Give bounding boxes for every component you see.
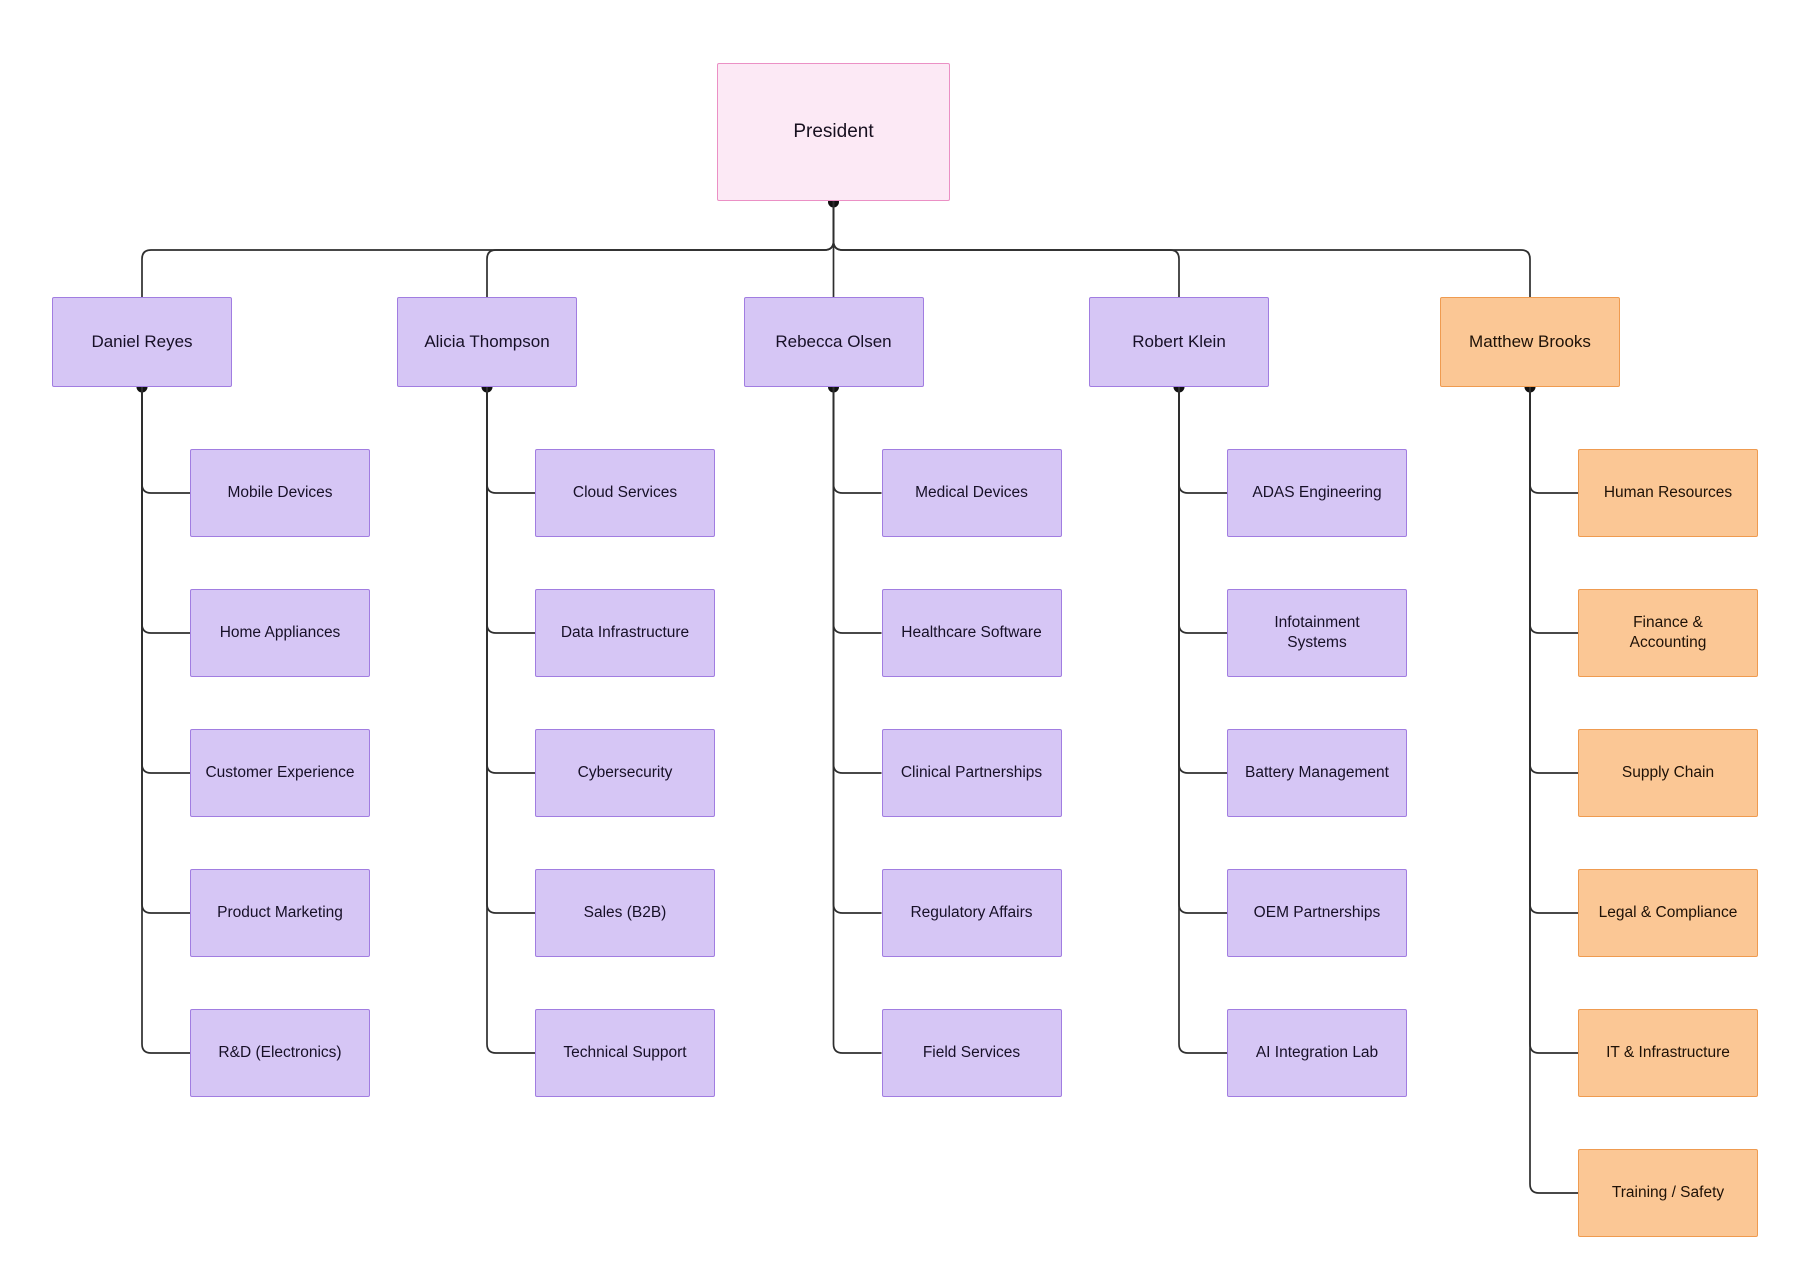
org-node-president[interactable]: President [717, 63, 950, 201]
org-node-department-adas-engineering[interactable]: ADAS Engineering [1227, 449, 1407, 537]
edge-alicia-thompson-to-technical-support [486, 387, 535, 1054]
org-node-manager-robert-klein[interactable]: Robert Klein [1089, 297, 1269, 387]
edge-rebecca-olsen-to-healthcare-software [832, 387, 882, 634]
org-node-department-r-d-electronics[interactable]: R&D (Electronics) [190, 1009, 370, 1097]
org-node-department-product-marketing[interactable]: Product Marketing [190, 869, 370, 957]
org-node-department-regulatory-affairs[interactable]: Regulatory Affairs [881, 869, 1062, 957]
edge-matthew-brooks-to-human-resources [1529, 387, 1578, 494]
edge-daniel-reyes-to-product-marketing [141, 387, 190, 914]
edge-president-to-alicia-thompson [486, 201, 835, 297]
org-node-department-mobile-devices[interactable]: Mobile Devices [190, 449, 370, 537]
edge-president-to-matthew-brooks [832, 201, 1531, 297]
edge-matthew-brooks-to-it-infrastructure [1529, 387, 1578, 1054]
edge-matthew-brooks-to-legal-compliance [1529, 387, 1578, 914]
org-node-department-it-infrastructure[interactable]: IT & Infrastructure [1578, 1009, 1758, 1097]
org-node-department-customer-experience[interactable]: Customer Experience [190, 729, 370, 817]
org-node-department-cloud-services[interactable]: Cloud Services [535, 449, 715, 537]
edge-alicia-thompson-to-cybersecurity [486, 387, 535, 774]
org-node-manager-rebecca-olsen[interactable]: Rebecca Olsen [743, 297, 924, 387]
org-node-department-medical-devices[interactable]: Medical Devices [881, 449, 1062, 537]
edge-rebecca-olsen-to-field-services [832, 387, 882, 1054]
edge-rebecca-olsen-to-medical-devices [832, 387, 882, 494]
edge-robert-klein-to-ai-integration-lab [1178, 387, 1227, 1054]
org-node-department-finance-accounting[interactable]: Finance & Accounting [1578, 589, 1758, 677]
org-node-department-ai-integration-lab[interactable]: AI Integration Lab [1227, 1009, 1407, 1097]
org-node-department-legal-compliance[interactable]: Legal & Compliance [1578, 869, 1758, 957]
org-node-manager-alicia-thompson[interactable]: Alicia Thompson [397, 297, 577, 387]
org-node-department-supply-chain[interactable]: Supply Chain [1578, 729, 1758, 817]
edge-daniel-reyes-to-mobile-devices [141, 387, 190, 494]
edge-daniel-reyes-to-r-d-electronics [141, 387, 190, 1054]
org-node-department-field-services[interactable]: Field Services [881, 1009, 1062, 1097]
edge-robert-klein-to-infotainment-systems [1178, 387, 1227, 634]
edge-matthew-brooks-to-supply-chain [1529, 387, 1578, 774]
edge-robert-klein-to-oem-partnerships [1178, 387, 1227, 914]
edge-daniel-reyes-to-customer-experience [141, 387, 190, 774]
edge-rebecca-olsen-to-regulatory-affairs [832, 387, 882, 914]
org-node-department-oem-partnerships[interactable]: OEM Partnerships [1227, 869, 1407, 957]
edge-rebecca-olsen-to-clinical-partnerships [832, 387, 882, 774]
edge-matthew-brooks-to-training-safety [1529, 387, 1578, 1194]
edge-robert-klein-to-adas-engineering [1178, 387, 1227, 494]
edge-matthew-brooks-to-finance-accounting [1529, 387, 1578, 634]
org-node-department-infotainment-systems[interactable]: Infotainment Systems [1227, 589, 1407, 677]
org-node-department-sales-b2b[interactable]: Sales (B2B) [535, 869, 715, 957]
org-node-department-training-safety[interactable]: Training / Safety [1578, 1149, 1758, 1237]
edge-alicia-thompson-to-data-infrastructure [486, 387, 535, 634]
org-node-department-clinical-partnerships[interactable]: Clinical Partnerships [881, 729, 1062, 817]
edge-alicia-thompson-to-sales-b2b [486, 387, 535, 914]
edge-robert-klein-to-battery-management [1178, 387, 1227, 774]
org-node-manager-daniel-reyes[interactable]: Daniel Reyes [52, 297, 232, 387]
org-node-department-human-resources[interactable]: Human Resources [1578, 449, 1758, 537]
edge-daniel-reyes-to-home-appliances [141, 387, 190, 634]
org-node-manager-matthew-brooks[interactable]: Matthew Brooks [1440, 297, 1620, 387]
edge-president-to-robert-klein [832, 201, 1180, 297]
org-node-department-battery-management[interactable]: Battery Management [1227, 729, 1407, 817]
org-node-department-home-appliances[interactable]: Home Appliances [190, 589, 370, 677]
edge-alicia-thompson-to-cloud-services [486, 387, 535, 494]
org-node-department-technical-support[interactable]: Technical Support [535, 1009, 715, 1097]
org-node-department-healthcare-software[interactable]: Healthcare Software [881, 589, 1062, 677]
org-node-department-cybersecurity[interactable]: Cybersecurity [535, 729, 715, 817]
org-node-department-data-infrastructure[interactable]: Data Infrastructure [535, 589, 715, 677]
